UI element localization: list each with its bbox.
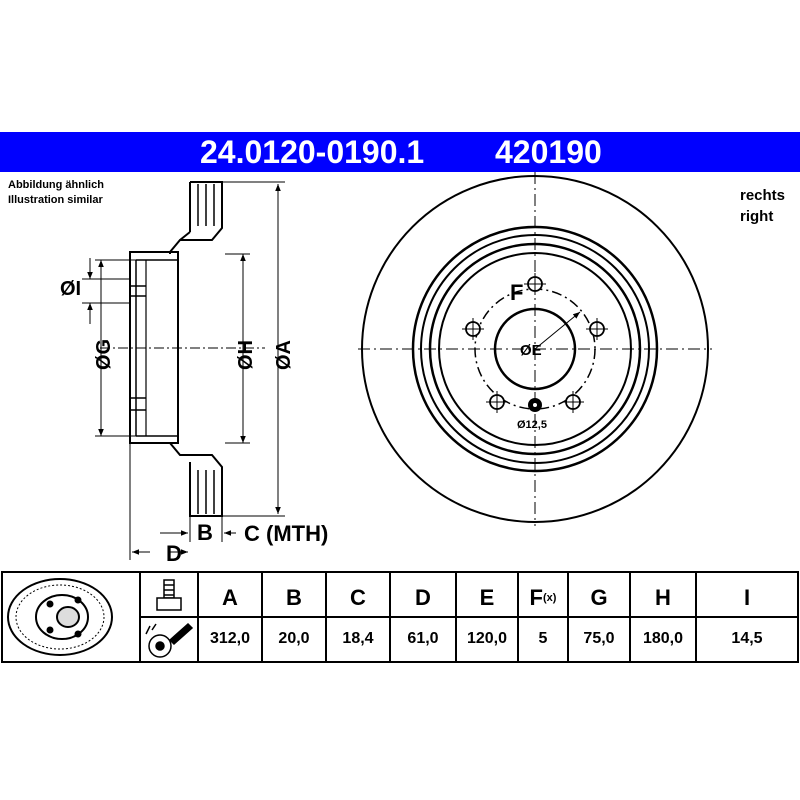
value-f: 5 [538,630,548,647]
value-c: 18,4 [342,630,374,647]
value-h: 180,0 [642,630,684,647]
part-number: 24.0120-0190.1 [200,134,425,170]
header-f: F [529,585,543,610]
value-a: 312,0 [209,630,251,647]
reference-number: 420190 [495,134,602,170]
note-similar-en: Illustration similar [8,194,103,206]
brake-disc-icon [7,578,113,656]
header-a: A [222,585,238,610]
label-dim-b: B [197,520,213,545]
label-dim-h: ØH [235,340,257,370]
title-banner [0,132,800,172]
label-dim-e: ØE [520,342,542,359]
torque-wrench-icon [145,622,194,658]
label-dim-g: ØG [93,339,115,370]
spec-table: A B C D E F(x) G H I 312,0 20,0 18,4 61,… [0,572,800,662]
label-dim-d: D [166,541,182,566]
header-d: D [415,585,431,610]
value-i: 14,5 [731,630,763,647]
side-label-de: rechts [740,187,786,204]
header-g: G [590,585,608,610]
side-label-en: right [740,208,774,225]
note-similar-de: Abbildung ähnlich [8,179,104,191]
value-d: 61,0 [407,630,439,647]
bolt-holes [465,276,605,410]
header-b: B [286,585,302,610]
header-c: C [350,585,366,610]
label-dim-c: C (MTH) [244,521,328,546]
value-e: 120,0 [466,630,508,647]
header-e: E [479,585,495,610]
label-dim-i: ØI [60,278,81,300]
bolt-hole-crosses [462,273,608,413]
disc-cross-section [129,181,223,517]
header-f-suffix: (x) [543,592,557,604]
spec-table-grid [1,571,799,663]
value-b: 20,0 [278,630,310,647]
label-bolt-hole: Ø12,5 [517,419,547,431]
dimension-lines [82,181,285,560]
header-h: H [655,585,671,610]
value-g: 75,0 [583,630,615,647]
label-dim-f: F [510,280,523,305]
header-f-cell: F(x) [518,578,568,618]
label-dim-a: ØA [273,340,295,370]
bolt-icon [156,579,182,611]
header-i: I [743,585,751,610]
